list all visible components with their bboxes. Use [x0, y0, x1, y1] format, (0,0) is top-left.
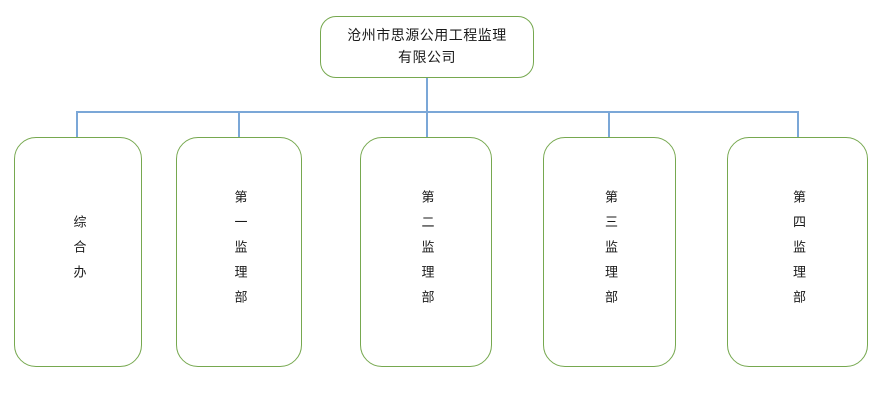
org-node-child-4-label: 第三监理部	[602, 189, 617, 315]
org-node-child-4[interactable]: 第三监理部	[543, 137, 676, 367]
org-node-child-3-label: 第二监理部	[418, 189, 434, 315]
connector-horizontal-bus	[76, 111, 799, 113]
org-node-child-5[interactable]: 第四监理部	[727, 137, 868, 367]
org-node-child-1[interactable]: 综合办	[14, 137, 142, 367]
org-node-child-3[interactable]: 第二监理部	[360, 137, 492, 367]
connector-drop-2	[238, 111, 240, 138]
org-node-root[interactable]: 沧州市思源公用工程监理有限公司	[320, 16, 534, 78]
connector-drop-3	[426, 111, 428, 138]
org-node-child-2[interactable]: 第一监理部	[176, 137, 302, 367]
org-node-child-5-label: 第四监理部	[790, 189, 805, 315]
org-node-root-label: 沧州市思源公用工程监理有限公司	[347, 28, 507, 66]
connector-drop-5	[797, 111, 799, 138]
connector-drop-1	[76, 111, 78, 138]
connector-root-stem	[426, 78, 428, 113]
connector-drop-4	[608, 111, 610, 138]
org-node-child-2-label: 第一监理部	[231, 189, 247, 315]
org-node-child-1-label: 综合办	[70, 214, 86, 290]
